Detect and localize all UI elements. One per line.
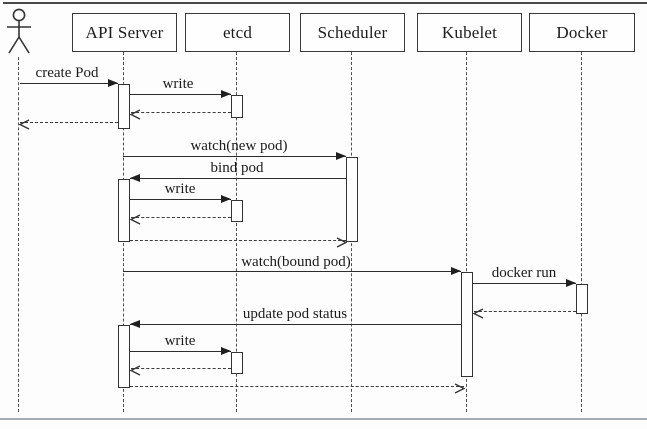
- activation-bar-api-server: [118, 179, 130, 242]
- return-message-line: [474, 311, 576, 312]
- message-update-pod-status-label: update pod status: [242, 306, 348, 322]
- arrowhead-open-icon: [454, 381, 466, 399]
- return-message-line: [130, 240, 346, 241]
- arrowhead-open-icon: [336, 235, 348, 253]
- activation-bar-scheduler: [346, 157, 358, 242]
- arrowhead-filled-icon: [451, 267, 461, 275]
- activation-bar-kubelet: [461, 272, 473, 377]
- participant-api-server: API Server: [72, 13, 177, 52]
- message-write-label: write: [162, 76, 194, 92]
- message-watch-new-pod-line: [123, 156, 346, 157]
- activation-bar-etcd: [231, 352, 243, 374]
- arrowhead-filled-icon: [221, 195, 231, 203]
- arrowhead-filled-icon: [336, 152, 346, 160]
- participant-scheduler: Scheduler: [300, 13, 405, 52]
- message-docker-run-label: docker run: [491, 265, 557, 281]
- participant-etcd: etcd: [185, 13, 290, 52]
- return-message-line: [130, 386, 464, 387]
- participant-label-docker: Docker: [556, 22, 608, 42]
- activation-bar-api-server: [118, 84, 130, 129]
- arrowhead-filled-icon: [108, 79, 118, 87]
- arrowhead-open-icon: [129, 212, 141, 230]
- arrowhead-filled-icon: [221, 347, 231, 355]
- return-message-line: [131, 112, 231, 113]
- activation-bar-etcd: [231, 95, 243, 118]
- message-watch-bound-pod-label: watch(bound pod): [241, 254, 351, 270]
- activation-bar-etcd: [231, 200, 243, 222]
- message-write-line: [130, 94, 231, 95]
- participant-label-scheduler: Scheduler: [317, 22, 388, 42]
- lifeline-etcd: [236, 52, 237, 412]
- arrowhead-open-icon: [129, 107, 141, 125]
- activation-bar-docker: [576, 284, 588, 314]
- arrowhead-open-icon: [18, 117, 30, 135]
- participant-kubelet: Kubelet: [417, 13, 522, 52]
- lifeline-user: [18, 57, 19, 412]
- message-write-line: [130, 199, 231, 200]
- return-message-line: [131, 217, 231, 218]
- arrowhead-filled-icon: [566, 279, 576, 287]
- arrowhead-filled-icon: [130, 174, 140, 182]
- message-watch-new-pod-label: watch(new pod): [190, 138, 288, 154]
- message-create-pod-line: [20, 83, 118, 84]
- message-watch-bound-pod-line: [123, 271, 461, 272]
- message-update-pod-status-line: [130, 324, 461, 325]
- top-border-line: [3, 2, 647, 4]
- bottom-rule-line: [0, 418, 647, 420]
- arrowhead-open-icon: [472, 306, 484, 324]
- arrowhead-open-icon: [129, 363, 141, 381]
- message-write-label: write: [164, 333, 196, 349]
- arrowhead-filled-icon: [221, 90, 231, 98]
- message-bind-pod-label: bind pod: [210, 160, 264, 176]
- participant-label-api-server: API Server: [85, 22, 164, 42]
- user-actor-icon: [7, 8, 31, 54]
- lifeline-docker: [581, 52, 582, 412]
- message-write-label: write: [164, 181, 196, 197]
- message-write-line: [130, 351, 231, 352]
- return-message-line: [20, 122, 118, 123]
- arrowhead-filled-icon: [130, 320, 140, 328]
- message-bind-pod-line: [130, 178, 346, 179]
- participant-label-etcd: etcd: [222, 22, 253, 42]
- lifeline-kubelet: [466, 52, 467, 412]
- message-create-pod-label: create Pod: [35, 65, 99, 81]
- message-docker-run-line: [473, 283, 576, 284]
- return-message-line: [131, 368, 231, 369]
- participant-docker: Docker: [529, 13, 635, 52]
- participant-label-kubelet: Kubelet: [441, 22, 498, 42]
- activation-bar-api-server: [118, 325, 130, 388]
